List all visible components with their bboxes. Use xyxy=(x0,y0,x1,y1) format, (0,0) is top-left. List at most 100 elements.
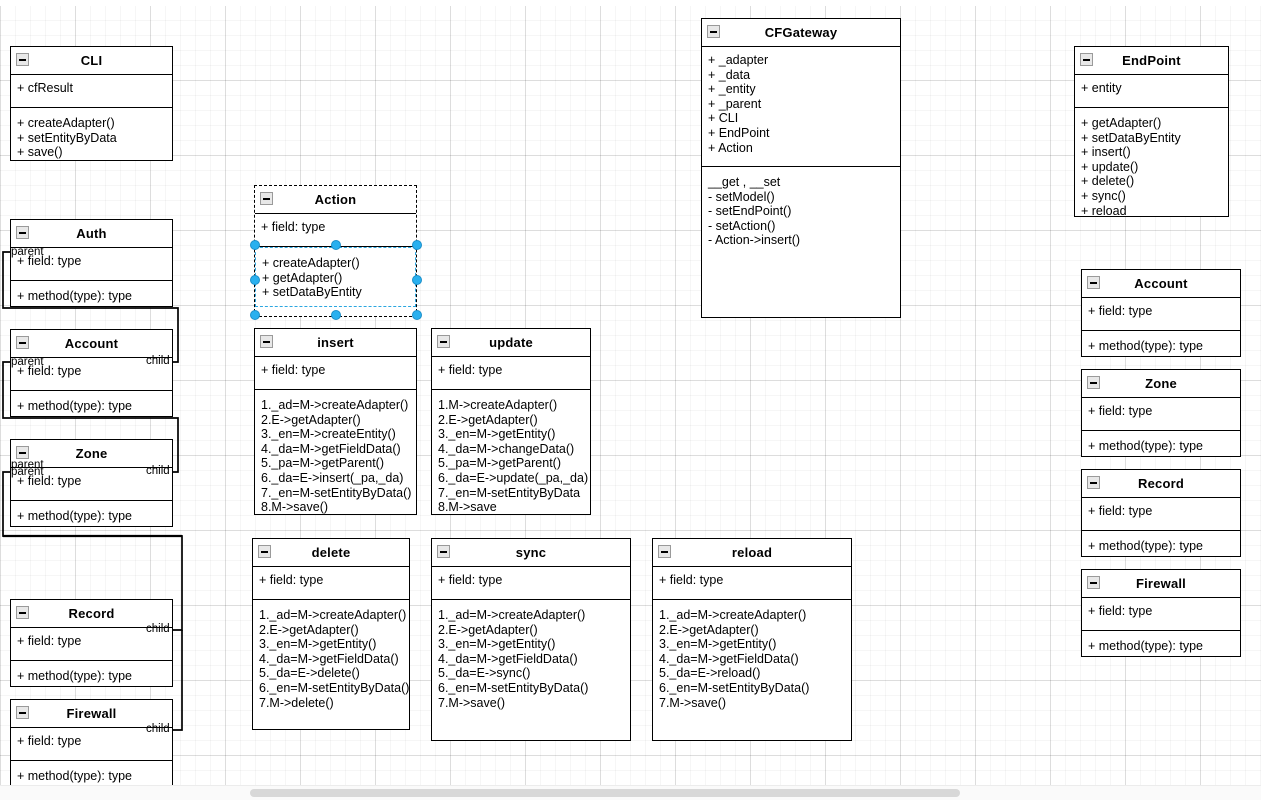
class-header-zone-right[interactable]: Zone xyxy=(1082,370,1240,398)
collapse-minus-icon[interactable] xyxy=(1087,476,1100,489)
attributes-compartment-delete[interactable]: + field: type xyxy=(253,567,409,600)
class-header-delete[interactable]: delete xyxy=(253,539,409,567)
class-box-firewall-right[interactable]: Firewall+ field: type+ method(type): typ… xyxy=(1081,569,1241,657)
class-header-record-left[interactable]: Record xyxy=(11,600,172,628)
collapse-minus-icon[interactable] xyxy=(437,545,450,558)
attributes-compartment-auth[interactable]: + field: type xyxy=(11,248,172,281)
collapse-minus-icon[interactable] xyxy=(437,335,450,348)
collapse-minus-icon[interactable] xyxy=(16,446,29,459)
class-box-account-left[interactable]: Account+ field: type+ method(type): type xyxy=(10,329,173,417)
class-header-account-right[interactable]: Account xyxy=(1082,270,1240,298)
methods-compartment-sync[interactable]: 1._ad=M->createAdapter()2.E->getAdapter(… xyxy=(432,600,630,716)
methods-compartment-account-left[interactable]: + method(type): type xyxy=(11,391,172,420)
class-header-insert[interactable]: insert xyxy=(255,329,416,357)
methods-compartment-cfgateway[interactable]: __get , __set- setModel()- setEndPoint()… xyxy=(702,167,900,254)
methods-compartment-reload[interactable]: 1._ad=M->createAdapter()2.E->getAdapter(… xyxy=(653,600,851,716)
selection-handle[interactable] xyxy=(250,240,260,250)
collapse-minus-icon[interactable] xyxy=(16,706,29,719)
collapse-minus-icon[interactable] xyxy=(707,25,720,38)
class-box-endpoint[interactable]: EndPoint+ entity+ getAdapter()+ setDataB… xyxy=(1074,46,1229,218)
attributes-compartment-firewall-left[interactable]: + field: type xyxy=(11,728,172,761)
methods-compartment-insert[interactable]: 1._ad=M->createAdapter()2.E->getAdapter(… xyxy=(255,390,416,521)
collapse-minus-icon[interactable] xyxy=(1087,576,1100,589)
collapse-minus-icon[interactable] xyxy=(260,192,273,205)
class-header-update[interactable]: update xyxy=(432,329,590,357)
collapse-minus-icon[interactable] xyxy=(658,545,671,558)
attributes-compartment-zone-right[interactable]: + field: type xyxy=(1082,398,1240,431)
horizontal-scrollbar-thumb[interactable] xyxy=(250,789,960,797)
attributes-compartment-account-left[interactable]: + field: type xyxy=(11,358,172,391)
methods-compartment-cli[interactable]: + createAdapter()+ setEntityByData+ save… xyxy=(11,108,172,166)
attributes-compartment-record-left[interactable]: + field: type xyxy=(11,628,172,661)
methods-compartment-zone-left[interactable]: + method(type): type xyxy=(11,501,172,530)
collapse-minus-icon[interactable] xyxy=(260,335,273,348)
methods-compartment-update[interactable]: 1.M->createAdapter()2.E->getAdapter()3._… xyxy=(432,390,590,521)
class-header-account-left[interactable]: Account xyxy=(11,330,172,358)
collapse-minus-icon[interactable] xyxy=(1080,53,1093,66)
class-header-sync[interactable]: sync xyxy=(432,539,630,567)
class-box-cfgateway[interactable]: CFGateway+ _adapter+ _data+ _entity+ _pa… xyxy=(701,18,901,318)
collapse-minus-icon[interactable] xyxy=(16,53,29,66)
attributes-compartment-insert[interactable]: + field: type xyxy=(255,357,416,390)
attributes-compartment-cfgateway[interactable]: + _adapter+ _data+ _entity+ _parent+ CLI… xyxy=(702,47,900,167)
attributes-compartment-sync[interactable]: + field: type xyxy=(432,567,630,600)
selection-handle[interactable] xyxy=(331,240,341,250)
selection-handle[interactable] xyxy=(412,275,422,285)
collapse-minus-icon[interactable] xyxy=(16,336,29,349)
attributes-compartment-update[interactable]: + field: type xyxy=(432,357,590,390)
attributes-compartment-reload[interactable]: + field: type xyxy=(653,567,851,600)
class-box-record-left[interactable]: Record+ field: type+ method(type): type xyxy=(10,599,173,687)
attributes-compartment-account-right[interactable]: + field: type xyxy=(1082,298,1240,331)
methods-compartment-record-left[interactable]: + method(type): type xyxy=(11,661,172,690)
collapse-minus-icon[interactable] xyxy=(258,545,271,558)
attributes-compartment-zone-left[interactable]: + field: type xyxy=(11,468,172,501)
methods-compartment-firewall-left[interactable]: + method(type): type xyxy=(11,761,172,790)
class-header-record-right[interactable]: Record xyxy=(1082,470,1240,498)
collapse-minus-icon[interactable] xyxy=(1087,276,1100,289)
horizontal-scrollbar[interactable] xyxy=(0,785,1261,800)
class-header-action[interactable]: Action xyxy=(255,186,416,214)
class-box-action[interactable]: Action+ field: type+ createAdapter()+ ge… xyxy=(254,185,417,317)
class-box-zone-right[interactable]: Zone+ field: type+ method(type): type xyxy=(1081,369,1241,457)
class-box-zone-left[interactable]: Zone+ field: type+ method(type): type xyxy=(10,439,173,527)
attributes-compartment-endpoint[interactable]: + entity xyxy=(1075,75,1228,108)
collapse-minus-icon[interactable] xyxy=(1087,376,1100,389)
selection-handle[interactable] xyxy=(412,310,422,320)
class-box-account-right[interactable]: Account+ field: type+ method(type): type xyxy=(1081,269,1241,357)
class-header-firewall-right[interactable]: Firewall xyxy=(1082,570,1240,598)
collapse-minus-icon[interactable] xyxy=(16,226,29,239)
methods-compartment-auth[interactable]: + method(type): type xyxy=(11,281,172,310)
selection-handle[interactable] xyxy=(331,310,341,320)
selection-handle[interactable] xyxy=(412,240,422,250)
class-box-cli[interactable]: CLI+ cfResult+ createAdapter()+ setEntit… xyxy=(10,46,173,161)
class-box-auth[interactable]: Auth+ field: type+ method(type): type xyxy=(10,219,173,307)
class-header-endpoint[interactable]: EndPoint xyxy=(1075,47,1228,75)
methods-compartment-delete[interactable]: 1._ad=M->createAdapter()2.E->getAdapter(… xyxy=(253,600,409,716)
methods-compartment-account-right[interactable]: + method(type): type xyxy=(1082,331,1240,360)
collapse-minus-icon[interactable] xyxy=(16,606,29,619)
class-box-record-right[interactable]: Record+ field: type+ method(type): type xyxy=(1081,469,1241,557)
class-header-auth[interactable]: Auth xyxy=(11,220,172,248)
methods-compartment-record-right[interactable]: + method(type): type xyxy=(1082,531,1240,560)
class-header-cli[interactable]: CLI xyxy=(11,47,172,75)
methods-compartment-endpoint[interactable]: + getAdapter()+ setDataByEntity+ insert(… xyxy=(1075,108,1228,224)
attributes-compartment-record-right[interactable]: + field: type xyxy=(1082,498,1240,531)
methods-compartment-action[interactable]: + createAdapter()+ getAdapter()+ setData… xyxy=(255,247,416,307)
class-box-firewall-left[interactable]: Firewall+ field: type+ method(type): typ… xyxy=(10,699,173,787)
selection-handle[interactable] xyxy=(250,310,260,320)
class-header-reload[interactable]: reload xyxy=(653,539,851,567)
class-header-zone-left[interactable]: Zone xyxy=(11,440,172,468)
methods-compartment-zone-right[interactable]: + method(type): type xyxy=(1082,431,1240,460)
methods-compartment-firewall-right[interactable]: + method(type): type xyxy=(1082,631,1240,660)
attributes-compartment-firewall-right[interactable]: + field: type xyxy=(1082,598,1240,631)
class-header-cfgateway[interactable]: CFGateway xyxy=(702,19,900,47)
class-header-firewall-left[interactable]: Firewall xyxy=(11,700,172,728)
attributes-compartment-cli[interactable]: + cfResult xyxy=(11,75,172,108)
selection-handle[interactable] xyxy=(250,275,260,285)
